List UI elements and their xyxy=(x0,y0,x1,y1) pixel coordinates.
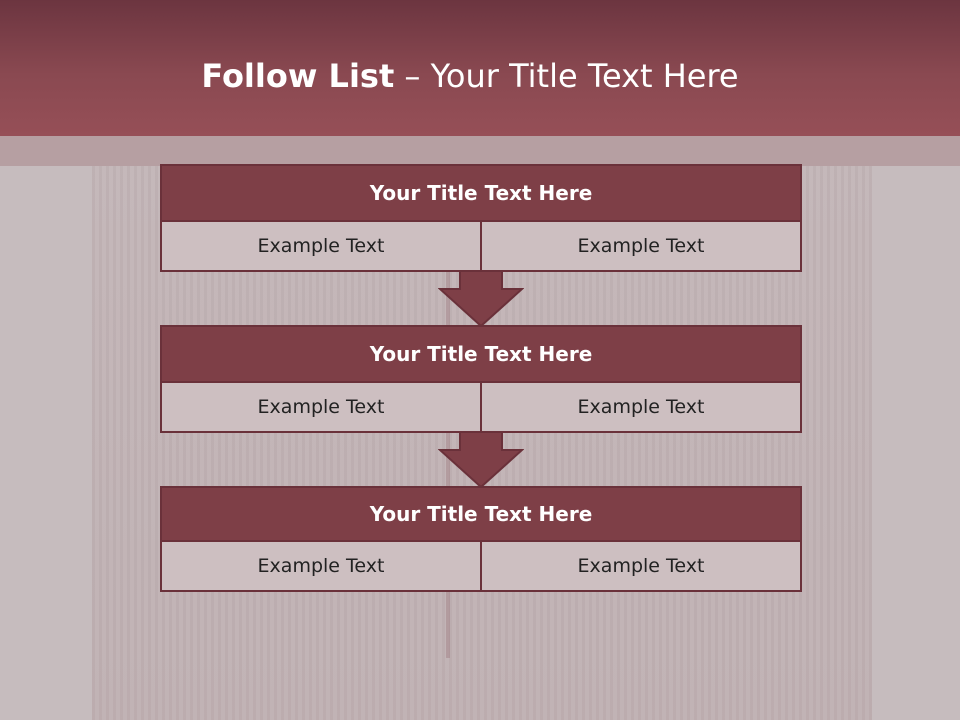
down-arrow-icon xyxy=(438,432,524,488)
step-block-2: Your Title Text Here Example Text Exampl… xyxy=(160,325,802,433)
step-cell-3-left: Example Text xyxy=(257,555,385,577)
step-title-2: Your Title Text Here xyxy=(160,325,802,383)
down-arrow-icon xyxy=(438,271,524,327)
header-band xyxy=(0,0,960,136)
step-cell-1-right: Example Text xyxy=(480,222,800,270)
step-title-1: Your Title Text Here xyxy=(160,164,802,222)
slide-title-rest: – Your Title Text Here xyxy=(394,57,739,95)
slide-title-bold: Follow List xyxy=(201,57,395,95)
slide-title: Follow List – Your Title Text Here xyxy=(0,56,940,96)
step-block-1: Your Title Text Here Example Text Exampl… xyxy=(160,164,802,272)
step-cell-1-left: Example Text xyxy=(257,235,385,257)
step-title-3: Your Title Text Here xyxy=(160,486,802,542)
step-body-1: Example Text Example Text xyxy=(160,222,802,272)
step-body-3: Example Text Example Text xyxy=(160,542,802,592)
step-block-3: Your Title Text Here Example Text Exampl… xyxy=(160,486,802,592)
step-cell-2-right: Example Text xyxy=(480,383,800,431)
header-strip xyxy=(0,136,960,166)
step-cell-3-right: Example Text xyxy=(480,542,800,590)
step-cell-2-left: Example Text xyxy=(257,396,385,418)
step-body-2: Example Text Example Text xyxy=(160,383,802,433)
